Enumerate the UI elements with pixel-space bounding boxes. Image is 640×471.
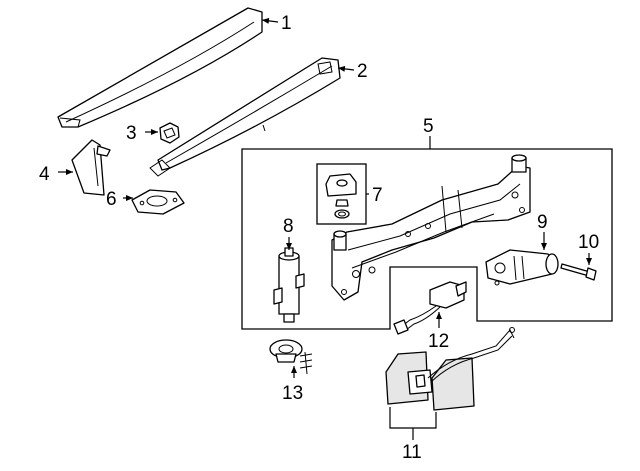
callout-11: 11 xyxy=(402,442,422,463)
callout-12: 12 xyxy=(428,331,449,352)
callout-leaders xyxy=(58,17,592,378)
assembly-box-outline xyxy=(241,148,613,330)
part-1-trim-panel xyxy=(57,7,263,128)
callout-6: 6 xyxy=(106,189,117,210)
part-5-mechanism-frame xyxy=(331,154,531,301)
part-13-grommet xyxy=(269,339,313,375)
part-10-bolt xyxy=(560,263,597,281)
callout-7: 7 xyxy=(372,185,383,206)
callout-11-bracket xyxy=(389,407,437,440)
callout-10: 10 xyxy=(578,232,599,253)
part-4-bracket xyxy=(71,139,111,196)
part-12-sensor xyxy=(393,281,467,335)
callout-13: 13 xyxy=(282,383,303,404)
callout-9: 9 xyxy=(537,212,548,233)
callout-1: 1 xyxy=(281,13,292,34)
part-9-motor xyxy=(485,249,559,286)
part-8-pivot xyxy=(273,247,305,323)
callout-2: 2 xyxy=(357,61,368,82)
callout-4: 4 xyxy=(39,164,50,185)
callout-5: 5 xyxy=(423,116,434,137)
part-2-trim-panel xyxy=(149,57,341,177)
callout-8: 8 xyxy=(283,216,294,237)
part-3-clip xyxy=(159,122,180,144)
part-11-pad-set xyxy=(385,327,515,411)
callout-3: 3 xyxy=(126,123,137,144)
part-7-bushing-set xyxy=(325,173,357,219)
part-6-pad xyxy=(131,189,185,215)
